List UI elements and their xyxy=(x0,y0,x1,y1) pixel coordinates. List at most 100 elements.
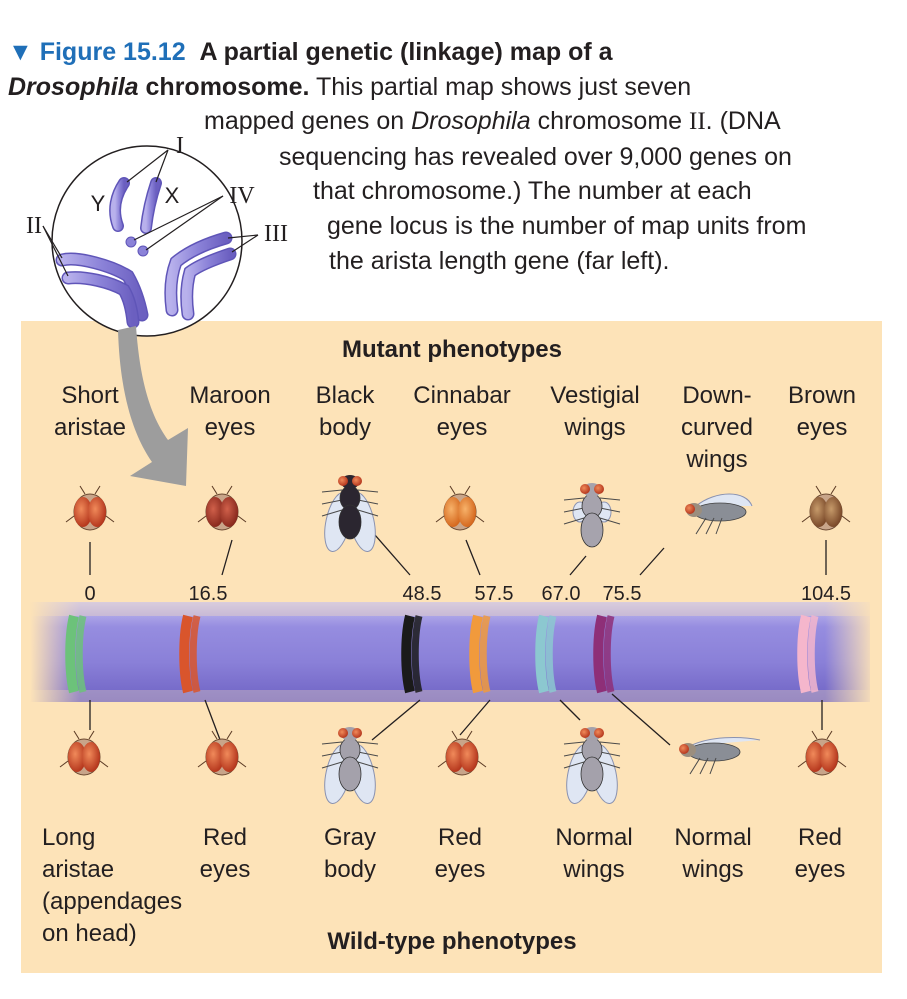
wild-label-arista: Long aristae (appendages on head) xyxy=(42,822,212,950)
mutant-label-black-l1: Black xyxy=(315,382,375,409)
caption-line-2: mapped genes on Drosophila chromosome II… xyxy=(204,104,781,139)
caption-line-3: sequencing has revealed over 9,000 genes… xyxy=(279,143,792,171)
figure-title-line1: A partial genetic (linkage) map of a xyxy=(199,38,613,66)
mutant-label-arista: Short aristae xyxy=(30,380,150,444)
fly-maroon-eyes xyxy=(197,485,247,531)
leader-line xyxy=(611,693,671,746)
mutant-label-vestigial-l1: Vestigial xyxy=(550,382,640,409)
map-position-black: 48.5 xyxy=(402,583,442,605)
karyotype-circle xyxy=(42,145,259,337)
wild-label-cinnabar-l2: eyes xyxy=(434,856,486,883)
band-brown xyxy=(797,614,819,694)
karyotype-label-III: III xyxy=(264,221,288,247)
mutant-label-brown-l1: Brown xyxy=(787,382,857,409)
fly-short-aristae xyxy=(65,485,115,531)
mutant-label-maroon: Maroon eyes xyxy=(170,380,290,444)
fly-normal-wings-2 xyxy=(679,737,761,775)
leader-line xyxy=(371,699,421,741)
fly-downcurved-wings xyxy=(685,493,753,535)
leader-line xyxy=(374,534,411,576)
map-position-vestigial: 67.0 xyxy=(541,583,581,605)
wild-label-maroon: Red eyes xyxy=(170,822,280,886)
wild-label-cinnabar: Red eyes xyxy=(405,822,515,886)
wild-label-downcurved-l1: Normal xyxy=(674,824,752,851)
leader-lines xyxy=(89,534,827,746)
mutant-label-black-l2: body xyxy=(318,414,372,441)
mutant-label-cinnabar: Cinnabar eyes xyxy=(400,380,524,444)
caption-text-2a: mapped genes on xyxy=(204,107,412,135)
mutant-label-maroon-l2: eyes xyxy=(204,414,256,441)
figure-label: Figure 15.12 xyxy=(39,38,186,66)
mutant-label-cinnabar-l2: eyes xyxy=(436,414,488,441)
caption-text-1: This partial map shows just seven xyxy=(315,73,692,101)
wild-label-arista-l1: Long xyxy=(42,824,96,851)
mutant-label-arista-l1: Short xyxy=(61,382,119,409)
leader-line xyxy=(465,539,481,576)
mutant-label-downcurved: Down- curved wings xyxy=(657,380,777,476)
band-vestigial xyxy=(535,614,557,694)
fly-gray-body xyxy=(321,727,379,804)
wild-label-vestigial-l2: wings xyxy=(563,856,625,883)
band-black xyxy=(401,614,423,694)
map-position-arista: 0 xyxy=(84,583,96,605)
mutant-label-arista-l2: aristae xyxy=(53,414,127,441)
caption-text-2b: chromosome xyxy=(530,107,690,135)
leader-line xyxy=(204,699,223,746)
map-position-brown: 104.5 xyxy=(800,583,852,605)
wild-label-arista-l3: (appendages xyxy=(42,888,183,915)
mutant-label-downcurved-l3: wings xyxy=(686,446,748,473)
wild-heading: Wild-type phenotypes xyxy=(327,928,577,955)
fly-red-eyes-1 xyxy=(197,730,247,776)
fly-illustrations xyxy=(59,475,851,804)
gene-bands xyxy=(65,614,819,694)
wild-label-vestigial-l1: Normal xyxy=(555,824,633,851)
caption-line-4: that chromosome.) The number at each xyxy=(313,177,752,205)
wild-label-cinnabar-l1: Red xyxy=(437,824,483,851)
karyotype-label-X: X xyxy=(164,183,180,208)
mutant-label-vestigial-l2: wings xyxy=(564,414,626,441)
map-position-downcurved: 75.5 xyxy=(602,583,642,605)
band-maroon xyxy=(179,614,201,694)
wild-label-maroon-l1: Red xyxy=(202,824,248,851)
band-cinnabar xyxy=(469,614,491,694)
wild-label-black: Gray body xyxy=(295,822,405,886)
caption-text-2c: . (DNA xyxy=(705,107,781,135)
fly-black-body xyxy=(321,475,379,552)
mutant-heading: Mutant phenotypes xyxy=(342,336,562,363)
wild-label-black-l1: Gray xyxy=(323,824,376,851)
band-arista xyxy=(65,614,87,694)
fly-cinnabar-eyes xyxy=(435,485,485,531)
wild-label-brown-l1: Red xyxy=(797,824,843,851)
fly-long-aristae xyxy=(59,730,109,776)
leader-line xyxy=(569,555,587,576)
figure-title: ▼ Figure 15.12 A partial genetic (linkag… xyxy=(8,34,613,70)
fly-vestigial-wings xyxy=(563,483,621,548)
mutant-label-downcurved-l1: Down- xyxy=(682,382,752,409)
leader-line xyxy=(221,539,233,576)
title-rest: chromosome. xyxy=(145,73,310,101)
wild-label-vestigial: Normal wings xyxy=(538,822,650,886)
caption-text-2-roman: II xyxy=(689,108,706,135)
leader-line xyxy=(559,699,581,721)
band-downcurved xyxy=(593,614,615,694)
mutant-label-brown: Brown eyes xyxy=(766,380,878,444)
wild-label-brown: Red eyes xyxy=(772,822,868,886)
leader-line xyxy=(639,547,665,576)
wild-label-brown-l2: eyes xyxy=(794,856,846,883)
mutant-label-downcurved-l2: curved xyxy=(680,414,754,441)
karyotype-label-II: II xyxy=(26,213,42,239)
wild-label-arista-l2: aristae xyxy=(42,856,115,883)
wild-label-maroon-l2: eyes xyxy=(199,856,251,883)
karyotype-label-IV: IV xyxy=(229,183,255,209)
fly-brown-eyes xyxy=(801,485,851,531)
leader-line xyxy=(459,699,491,736)
karyotype-label-Y: Y xyxy=(90,191,106,216)
caption-text-2-italic: Drosophila xyxy=(411,107,531,135)
zoom-arrow-icon xyxy=(118,326,188,486)
map-position-cinnabar: 57.5 xyxy=(474,583,514,605)
mutant-label-black: Black body xyxy=(285,380,405,444)
wild-label-black-l2: body xyxy=(323,856,377,883)
fly-normal-wings-1 xyxy=(563,727,621,804)
wild-label-arista-l4: on head) xyxy=(42,920,137,947)
